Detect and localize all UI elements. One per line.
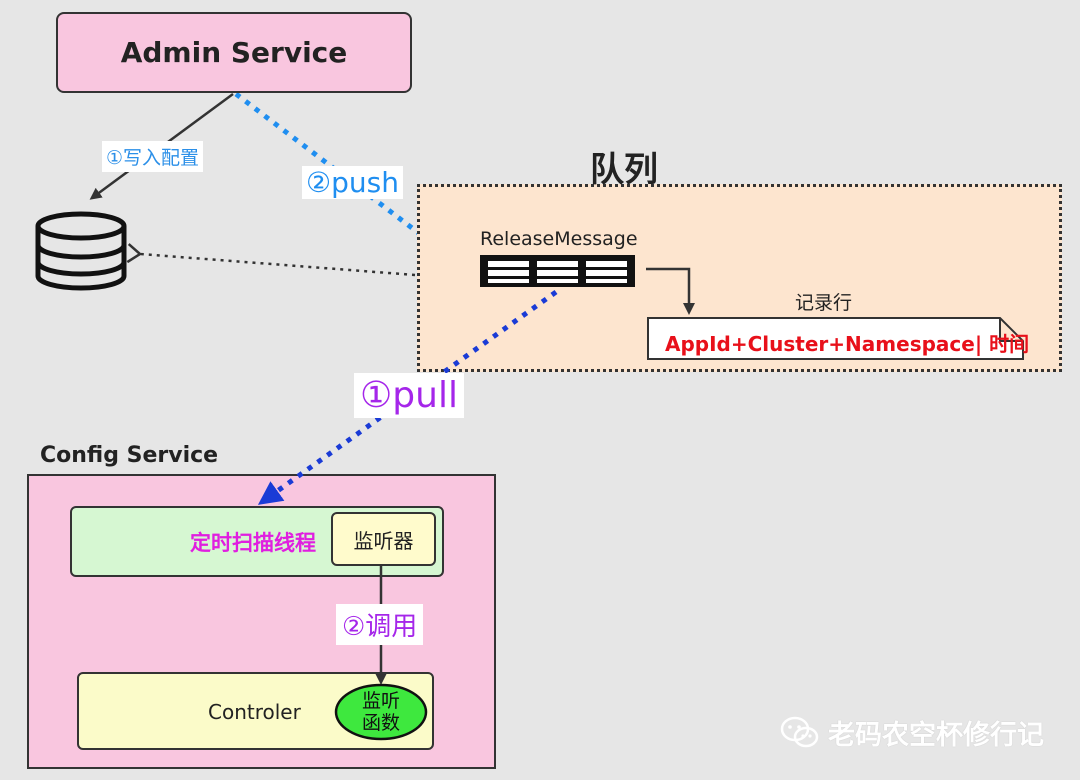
listen-function-line-2: 函数	[361, 712, 400, 734]
listener-box: 监听器	[331, 512, 436, 566]
listener-label: 监听器	[353, 528, 414, 553]
push-label: ②push	[302, 166, 403, 199]
config-service-label: Config Service	[40, 443, 219, 468]
scan-thread-label: 定时扫描线程	[190, 531, 316, 555]
listen-function-label: 监听 函数	[336, 686, 426, 738]
write-config-label: ①写入配置	[102, 141, 204, 172]
controler-label: Controler	[208, 700, 301, 724]
record-row-arrow	[646, 267, 695, 315]
queue-title: 队列	[590, 150, 658, 190]
wechat-icon	[780, 716, 819, 747]
database-icon	[35, 211, 127, 291]
call-label: ②调用	[336, 604, 424, 645]
admin-service-label: Admin Service	[120, 36, 348, 69]
watermark-text: 老码农空杯修行记	[828, 720, 1044, 751]
queue-to-db-arrow	[140, 254, 416, 277]
listen-function-ellipse	[334, 683, 428, 741]
record-row-label: 记录行	[795, 292, 853, 314]
release-message-queue-icon	[480, 255, 635, 287]
record-row-text: AppId+Cluster+Namespace| 时间	[665, 332, 1030, 356]
listen-function-line-1: 监听	[361, 690, 400, 712]
watermark: 老码农空杯修行记	[780, 713, 1044, 752]
record-row-document	[647, 317, 1024, 360]
admin-service-box: Admin Service	[56, 12, 412, 93]
release-message-label: ReleaseMessage	[480, 228, 638, 250]
pull-label: ①pull	[354, 373, 464, 418]
